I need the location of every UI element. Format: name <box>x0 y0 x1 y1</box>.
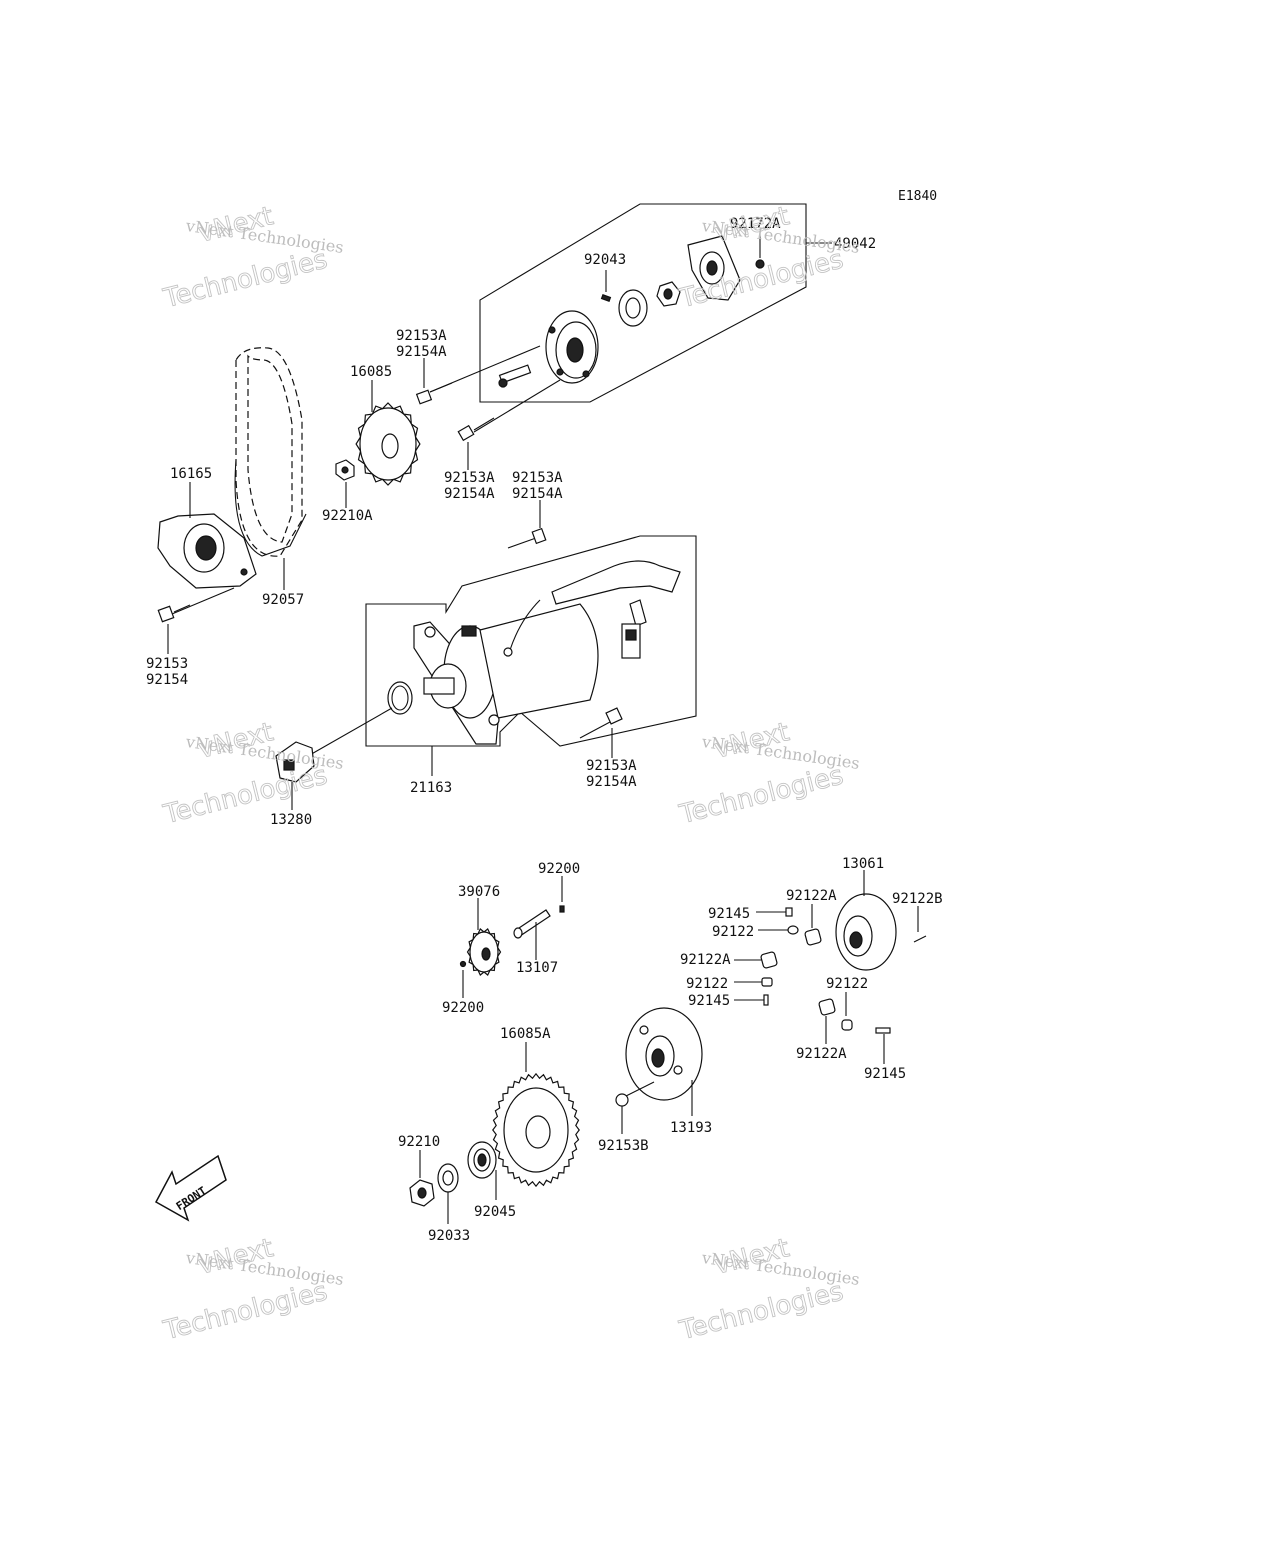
label-16085: 16085 <box>350 364 392 380</box>
label-92200-top: 92200 <box>538 861 580 877</box>
roller-92122A-mid <box>734 951 778 969</box>
label-92153A-right: 92153A <box>512 470 563 486</box>
label-92154A-top: 92154A <box>396 344 447 360</box>
label-92200-bot: 92200 <box>442 1000 484 1016</box>
label-92145-top: 92145 <box>708 906 750 922</box>
nut-92210A <box>335 459 355 481</box>
label-92172A: 92172A <box>730 216 781 232</box>
bolt-92153A-lower <box>579 707 623 739</box>
label-92210A: 92210A <box>322 508 373 524</box>
clutch-bolt <box>498 364 532 388</box>
watermark-1-line3: Technologies <box>160 245 330 315</box>
screw-92172A <box>755 259 765 269</box>
label-92057: 92057 <box>262 592 304 608</box>
flywheel-13193 <box>625 1007 703 1101</box>
label-92153A-top: 92153A <box>396 328 447 344</box>
one-way-clutch-ring <box>618 289 648 327</box>
label-92154A-right: 92154A <box>512 486 563 502</box>
label-39076: 39076 <box>458 884 500 900</box>
bolt-92153 <box>157 587 235 623</box>
clutch-hub <box>656 281 681 307</box>
ring-gear-13061 <box>835 893 897 971</box>
spring-92145-top <box>756 907 793 917</box>
starter-clutch-housing <box>545 310 599 384</box>
label-92153B: 92153B <box>598 1138 649 1154</box>
plunger-92122-right <box>841 1019 853 1031</box>
watermark-4-line3: Technologies <box>676 761 846 831</box>
bearing-92045 <box>467 1141 497 1179</box>
label-92122A-bot: 92122A <box>796 1046 847 1062</box>
bolt-92153A-top <box>415 345 541 405</box>
chain-92057 <box>234 347 307 557</box>
front-arrow-icon: FRONT <box>154 1154 227 1222</box>
watermark-4: vNext vNext Technologies Technologies <box>676 717 861 831</box>
bolt-92153A-mid <box>457 379 561 442</box>
pin-92200-top <box>559 905 565 913</box>
starter-motor-21163 <box>413 560 681 745</box>
label-92153A-low: 92153A <box>586 758 637 774</box>
label-92122-mid: 92122 <box>686 976 728 992</box>
watermark-6: vNext vNext Technologies Technologies <box>676 1233 861 1347</box>
cover-16165 <box>157 513 257 589</box>
label-13193: 13193 <box>670 1120 712 1136</box>
bolt-92153A-upper <box>507 527 547 549</box>
washer-92033 <box>437 1163 459 1193</box>
shaft-line <box>307 707 393 757</box>
label-13107: 13107 <box>516 960 558 976</box>
pin-92200-bot <box>459 960 467 968</box>
label-49042: 49042 <box>834 236 876 252</box>
label-92153A-mid: 92153A <box>444 470 495 486</box>
spring-92122B <box>913 935 927 943</box>
label-92122B: 92122B <box>892 891 943 907</box>
label-92145-mid: 92145 <box>688 993 730 1009</box>
label-92122A-top: 92122A <box>786 888 837 904</box>
label-92154: 92154 <box>146 672 188 688</box>
label-92154A-mid: 92154A <box>444 486 495 502</box>
label-16165: 16165 <box>170 466 212 482</box>
part-number-labels: 92172A 49042 92043 92153A 92154A 16085 9… <box>146 216 943 1244</box>
label-92122A-mid: 92122A <box>680 952 731 968</box>
watermark-6-line3: Technologies <box>676 1277 846 1347</box>
o-ring-inner <box>391 685 409 711</box>
label-92045: 92045 <box>474 1204 516 1220</box>
starter-gear-16085A <box>492 1072 580 1188</box>
starter-motor-frame <box>365 535 697 747</box>
watermark-1: vNext vNext Technologies Technologies <box>160 201 345 315</box>
label-92210: 92210 <box>398 1134 440 1150</box>
nut-92210 <box>409 1179 435 1207</box>
label-92122-right: 92122 <box>826 976 868 992</box>
pin-92043 <box>600 293 612 303</box>
roller-92122A-bot <box>818 998 836 1016</box>
label-92154A-low: 92154A <box>586 774 637 790</box>
label-92043: 92043 <box>584 252 626 268</box>
label-92122-top: 92122 <box>712 924 754 940</box>
shaft-13107 <box>513 909 551 939</box>
label-92145-bot: 92145 <box>864 1066 906 1082</box>
label-21163: 21163 <box>410 780 452 796</box>
label-13061: 13061 <box>842 856 884 872</box>
clutch-cover-plate <box>687 235 741 301</box>
plunger-92122-top <box>758 925 799 935</box>
idler-gear-39076 <box>466 928 502 976</box>
spring-92145-bot <box>875 1027 891 1034</box>
clutch-group-frame <box>479 203 807 403</box>
bracket-13280 <box>275 741 315 783</box>
label-92153: 92153 <box>146 656 188 672</box>
diagram-code: E1840 <box>898 189 937 204</box>
label-92033: 92033 <box>428 1228 470 1244</box>
roller-92122A-top <box>804 928 822 946</box>
watermark-3: vNext vNext Technologies Technologies <box>160 717 345 831</box>
watermark-5-line3: Technologies <box>160 1277 330 1347</box>
watermark-5: vNext vNext Technologies Technologies <box>160 1233 345 1347</box>
label-13280: 13280 <box>270 812 312 828</box>
label-16085A: 16085A <box>500 1026 551 1042</box>
spring-92145-mid <box>734 994 769 1006</box>
sprocket-16085 <box>355 402 421 486</box>
plunger-92122-mid <box>734 977 773 987</box>
